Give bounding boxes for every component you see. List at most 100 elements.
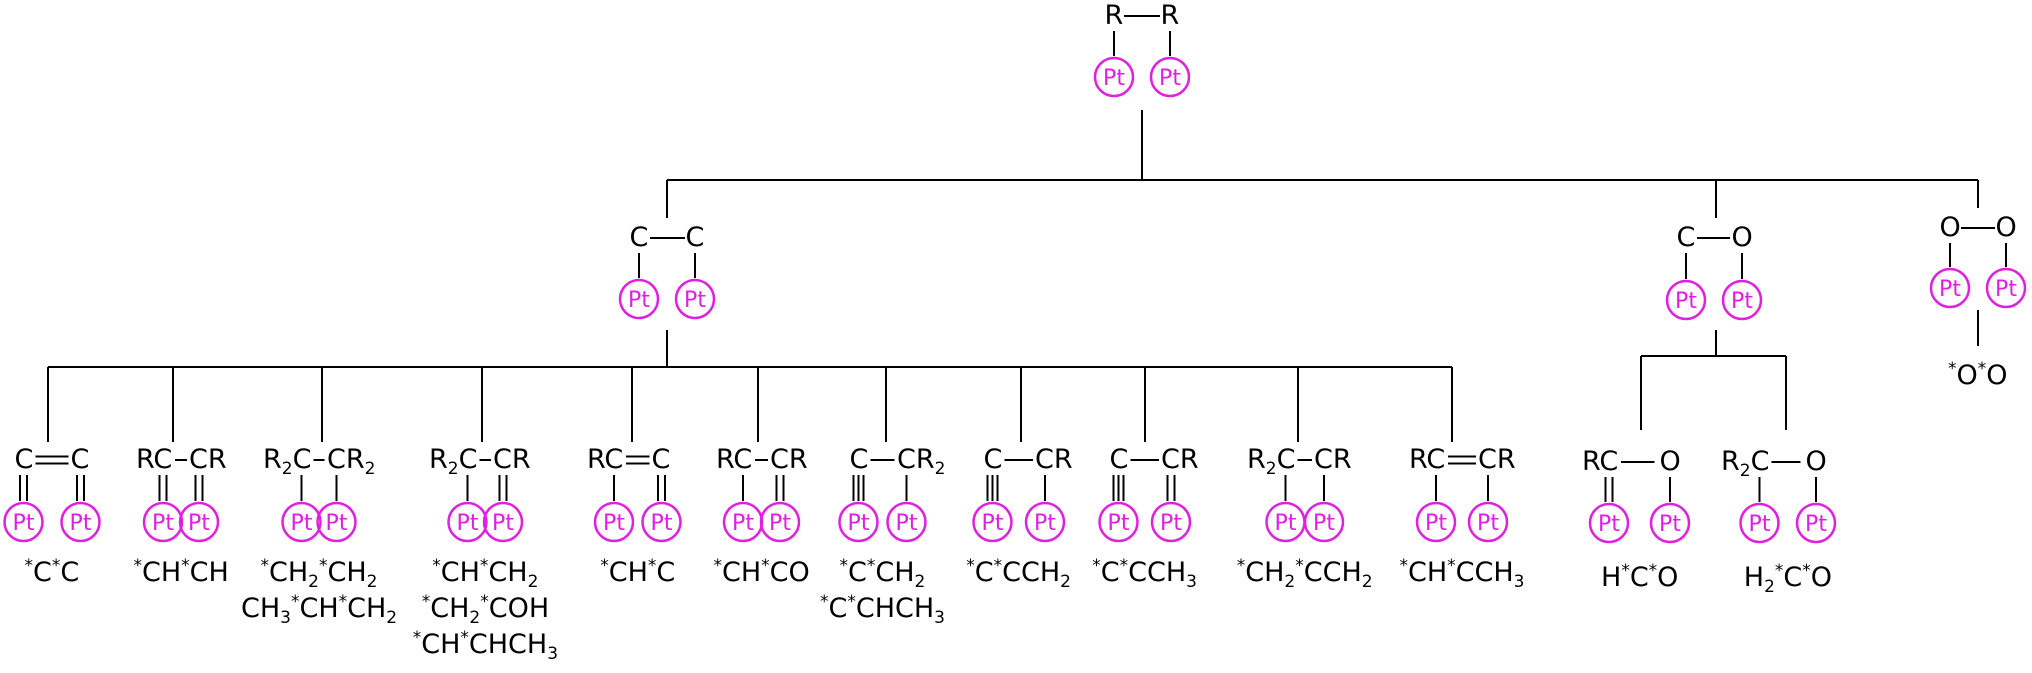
pt-label: Pt (732, 511, 754, 536)
pt-circle (1024, 501, 1066, 543)
oo-product: *O*O (1948, 359, 2008, 391)
cc-product-formula: *CH2*COH (421, 592, 550, 628)
co-child-atom-a: R2C (1721, 446, 1770, 481)
cc-child-atom-b: CR (770, 444, 808, 475)
co-child-atom-b: O (1805, 446, 1827, 477)
cc-child-atom-b: C (70, 444, 90, 475)
pt-label: Pt (188, 511, 210, 536)
pt-circle (972, 501, 1013, 543)
pt-circle (1303, 501, 1345, 543)
cc-product-formula: *C*CCH2 (966, 556, 1071, 592)
pt-label: Pt (982, 511, 1004, 536)
pt-label: Pt (1160, 511, 1182, 536)
cc-product-formula: *C*CH2 (839, 556, 926, 592)
pt-circle (838, 501, 879, 543)
pt-atom: Pt (886, 501, 927, 543)
cc-child-atom-b: CR (493, 444, 531, 475)
pt-atom: Pt (1795, 502, 1837, 544)
pt-circle (1588, 502, 1630, 544)
co-child-atom-b: O (1659, 446, 1681, 477)
pt-circle (618, 278, 660, 320)
pt-atom: Pt (1150, 501, 1192, 543)
pt-label: Pt (628, 288, 650, 313)
pt-label: Pt (896, 511, 918, 536)
pt-circle (316, 501, 357, 543)
cc-product-formula: *C*CCH3 (1092, 556, 1197, 592)
pt-circle (178, 501, 220, 543)
cc-product-formula: *CH2*CH2 (260, 556, 378, 592)
pt-circle (1415, 501, 1457, 543)
pt-label: Pt (1034, 511, 1056, 536)
cc-product-formula: *CH*C (600, 556, 676, 588)
cc-child-atom-b: CR (1314, 444, 1352, 475)
pt-atom: Pt (1415, 501, 1457, 543)
pt-atom: Pt (972, 501, 1013, 543)
pt-label: Pt (1108, 511, 1130, 536)
pt-atom: Pt (142, 501, 184, 543)
pt-label: Pt (603, 511, 625, 536)
pt-circle (281, 501, 322, 543)
cc-product-formula: *CH*CHCH3 (412, 628, 559, 664)
pt-atom: Pt (1467, 501, 1509, 543)
pt-atom: Pt (1739, 502, 1780, 544)
cc-product-formula: *C*CHCH3 (820, 592, 945, 628)
pt-circle (3, 501, 44, 543)
pt-atom: Pt (838, 501, 879, 543)
cc-child-atom-b: C (651, 444, 671, 475)
pt-label: Pt (769, 511, 791, 536)
root-atom-a: R (1104, 0, 1124, 31)
pt-circle (142, 501, 184, 543)
cc-atom-a: C (629, 222, 649, 253)
pt-label: Pt (651, 511, 673, 536)
pt-label: Pt (1939, 277, 1961, 302)
tree-connectors (47, 110, 1979, 442)
pt-label: Pt (70, 511, 92, 536)
pt-label: Pt (291, 511, 313, 536)
pt-label: Pt (1159, 66, 1181, 91)
co-product-formula: H2*C*O (1743, 561, 1833, 597)
cc-product-formula: *CH*CCH3 (1399, 556, 1525, 592)
pt-atom: Pt (1665, 279, 1707, 321)
pt-atom: Pt (641, 501, 682, 543)
pt-label: Pt (684, 288, 706, 313)
pt-circle (1739, 502, 1780, 544)
cc-atom-b: C (685, 222, 705, 253)
pt-label: Pt (1805, 512, 1827, 537)
pt-circle (1098, 501, 1139, 543)
pt-circle (1093, 56, 1135, 98)
pt-label: Pt (1313, 511, 1335, 536)
cc-child-atom-a: R2C (263, 444, 312, 479)
cc-child-atom-a: C (849, 444, 869, 475)
cc-child-atom-a: RC (1409, 444, 1446, 475)
pt-atom: Pt (1929, 267, 1971, 309)
pt-atom: Pt (759, 501, 801, 543)
pt-label: Pt (13, 511, 35, 536)
pt-atom: Pt (1098, 501, 1139, 543)
pt-circle (1665, 279, 1707, 321)
pt-label: Pt (1659, 512, 1681, 537)
pt-atom: Pt (482, 501, 524, 543)
pt-atom: Pt (593, 501, 635, 543)
cc-product-formula: *CH*CH (133, 556, 229, 588)
cc-child-atom-a: R2C (1247, 444, 1296, 479)
pt-circle (641, 501, 682, 543)
pt-label: Pt (1275, 511, 1297, 536)
root-atom-b: R (1160, 0, 1180, 31)
oo-atom-b: O (1995, 212, 2017, 243)
pt-label: Pt (152, 511, 174, 536)
pt-atom: Pt (316, 501, 357, 543)
pt-atom: Pt (3, 501, 44, 543)
pt-circle (1649, 502, 1691, 544)
pt-circle (1721, 279, 1763, 321)
cc-child-atom-a: RC (136, 444, 173, 475)
pt-atom: Pt (674, 278, 716, 320)
pt-label: Pt (1103, 66, 1125, 91)
pt-label: Pt (326, 511, 348, 536)
pt-atom: Pt (60, 501, 101, 543)
pt-label: Pt (1995, 277, 2017, 302)
pt-label: Pt (1675, 289, 1697, 314)
pt-circle (593, 501, 635, 543)
pt-circle (886, 501, 927, 543)
cc-child-atom-b: CR2 (327, 444, 376, 479)
